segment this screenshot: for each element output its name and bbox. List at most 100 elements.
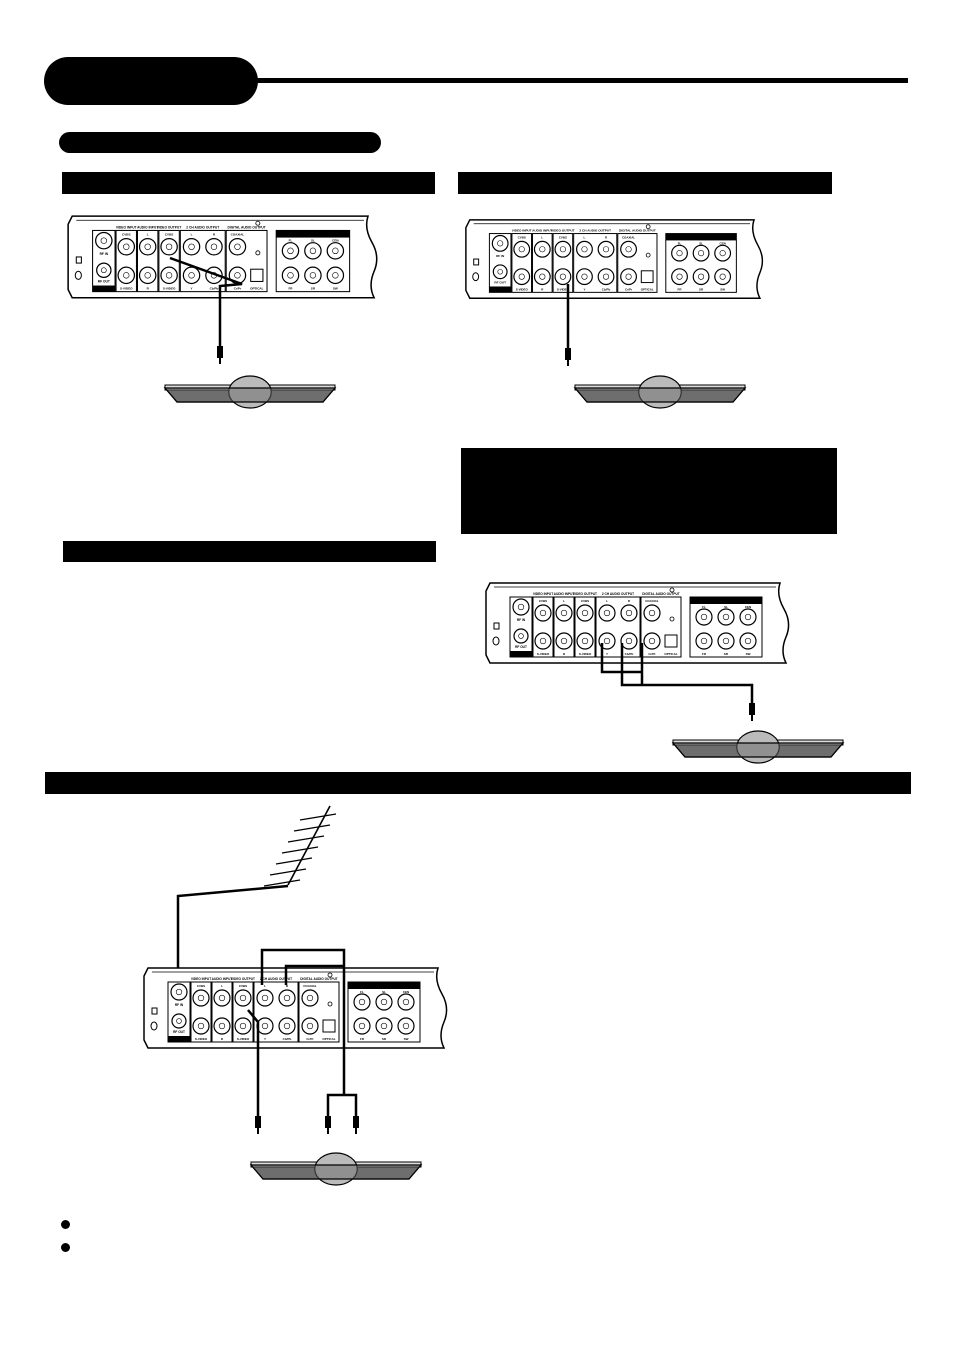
rca-jack-center (239, 1022, 247, 1030)
cvbs-plug (217, 346, 223, 364)
five-one-bottom-jack (353, 1017, 371, 1035)
tuner-label: TUNER (173, 1038, 186, 1042)
indicator-dot (669, 587, 675, 593)
video-output-label: VIDEO OUTPUT (157, 225, 181, 229)
antenna-icon (263, 805, 337, 887)
rca-jack-center (380, 1022, 388, 1030)
screw-hole-icon (150, 1021, 158, 1031)
rca-jack-center (560, 637, 568, 645)
tuner-label: TUNER (494, 288, 506, 292)
video-out-cvbs-label: CVBS (239, 984, 247, 988)
plug-body (325, 1116, 331, 1128)
two-ch-label: 2 CH AUDIO OUTPUT (186, 225, 219, 229)
audio-in-l-jack (555, 604, 573, 622)
header-rule (250, 78, 908, 83)
plug-body (565, 348, 571, 360)
rf-out-jack (513, 628, 529, 644)
screw-hole-icon (74, 270, 82, 280)
rf-out-jack (492, 264, 508, 280)
audio-plug-l (325, 1116, 331, 1134)
rca-jack-center (603, 637, 611, 645)
audio-in-l-label: L (221, 984, 223, 988)
component-y-label: Y (606, 652, 608, 656)
audio-in-l-jack (213, 989, 231, 1007)
five-one-bottom-label: FR (360, 1037, 365, 1041)
rca-jack-center (234, 272, 241, 279)
audio-plug-r (353, 1116, 359, 1134)
rca-jack-center (188, 243, 195, 250)
digital-audio-label: DIGITAL AUDIO OUTPUT (619, 229, 656, 233)
five-one-bottom-jack (739, 632, 757, 650)
digital-indicator (669, 616, 675, 622)
optical-label: OPTICAL (664, 652, 677, 656)
rca-jack-center (218, 1022, 226, 1030)
two-ch-l-label: L (191, 233, 193, 237)
video-in-svideo-jack (534, 632, 552, 650)
antenna-element (275, 857, 313, 865)
digital-audio-block (225, 229, 268, 293)
optical-label: OPTICAL (641, 287, 654, 291)
svideo-in-label: S-VIDEO (120, 287, 133, 291)
plug-tip (257, 1128, 259, 1134)
five-one-top-jack (397, 993, 415, 1011)
five-one-top-label: CEN (720, 241, 726, 245)
component-cr-jack (620, 268, 637, 286)
five-one-bottom-jack (714, 268, 732, 286)
rca-jack-center (497, 240, 504, 247)
component-y-jack (256, 1017, 274, 1035)
audio-in-l-label: L (563, 599, 565, 603)
tv-set-1 (163, 375, 337, 409)
plug-tip (751, 715, 753, 721)
coaxial-label: COAXIAL (303, 984, 317, 988)
rca-jack-center (625, 609, 633, 617)
component-y-jack (182, 266, 201, 285)
rca-jack-center (517, 603, 525, 611)
optical-label: OPTICAL (322, 1037, 335, 1041)
audio-input-label: AUDIO INPUT (532, 229, 552, 233)
rca-jack-center (539, 637, 547, 645)
rca-jack-center (283, 1022, 291, 1030)
five-one-label: 5.1 CH AUDIO OUTPUT (295, 233, 331, 237)
video-in-cvbs-jack (513, 240, 531, 258)
component-y-label: Y (191, 287, 193, 291)
rca-jack-center (380, 998, 388, 1006)
coaxial-jack (228, 237, 247, 256)
rca-jack-center (518, 633, 524, 639)
bullet-2 (61, 1243, 70, 1252)
component-cb-label: Cb/Pb (210, 287, 219, 291)
audio-in-l-jack (138, 237, 157, 256)
digital-audio-block (640, 596, 682, 658)
video-in-svideo-jack (117, 266, 136, 285)
rf-in-jack (95, 231, 113, 250)
five-one-bottom-label: SW (720, 287, 725, 291)
video-input-label: VIDEO INPUT (512, 229, 532, 233)
plug-tip (219, 358, 221, 364)
component-cb-jack (278, 1017, 296, 1035)
video-input-label: VIDEO INPUT (533, 592, 553, 596)
rca-jack-center (402, 998, 410, 1006)
component-cr-jack (643, 632, 661, 650)
rca-jack-center (559, 246, 566, 253)
video-out-svideo-jack (234, 1017, 252, 1035)
five-one-bottom-label: SW (746, 652, 751, 656)
five-one-top-label: FL (702, 605, 706, 609)
rca-jack-center (101, 267, 107, 274)
tv-set-4 (249, 1152, 423, 1186)
antenna-element (269, 868, 307, 876)
tv-front (671, 742, 845, 758)
two-ch-l-label: L (606, 599, 608, 603)
section-bar-mid-left (63, 541, 436, 562)
video-in-cvbs-jack (534, 604, 552, 622)
rca-jack-center (261, 1022, 269, 1030)
coaxial-jack (643, 604, 661, 622)
five-one-header (665, 233, 737, 241)
rf-in-label: RF IN (496, 254, 505, 258)
audio-in-r-label: R (147, 287, 150, 291)
